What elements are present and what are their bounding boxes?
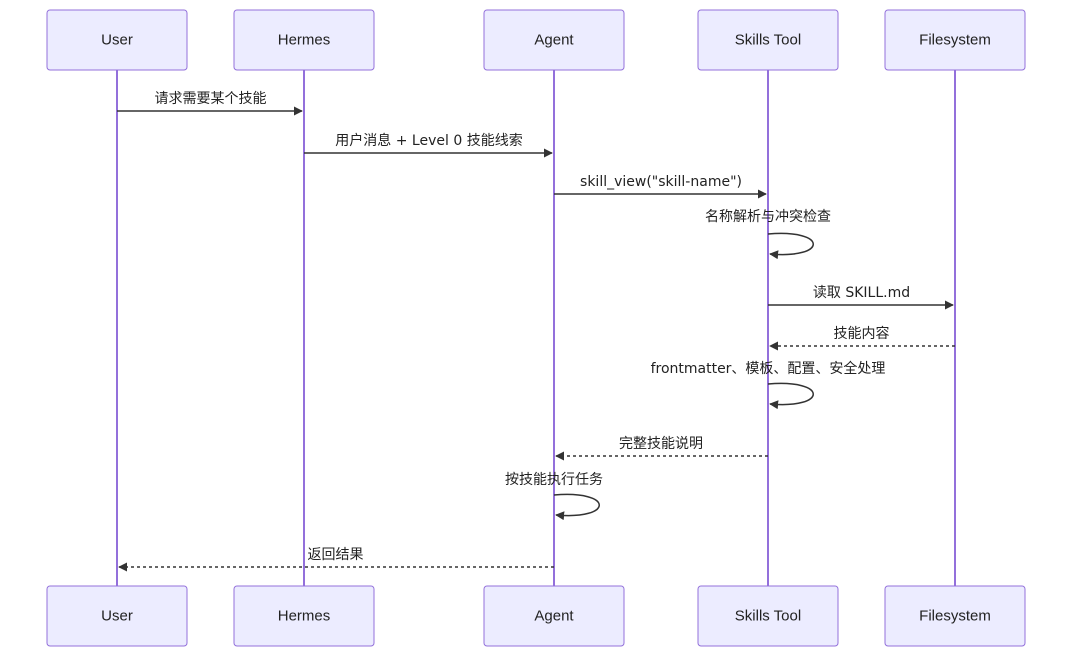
message-label: 用户消息 + Level 0 技能线索: [335, 132, 522, 149]
actor-box: [46, 9, 188, 71]
actor-label: Hermes: [278, 32, 331, 49]
message-10: 返回结果: [118, 547, 554, 572]
actor-fs-bottom: Filesystem: [884, 585, 1026, 647]
actor-hermes-top: Hermes: [233, 9, 375, 71]
actor-agent-bottom: Agent: [483, 585, 625, 647]
message-1: 请求需要某个技能: [117, 91, 303, 116]
actor-label: Filesystem: [919, 32, 991, 49]
message-label: frontmatter、模板、配置、安全处理: [651, 360, 886, 377]
actor-label: User: [101, 608, 133, 625]
message-label: 返回结果: [308, 547, 364, 563]
actor-box: [233, 585, 375, 647]
actor-label: Agent: [534, 32, 574, 49]
self-message-arrow: [553, 493, 600, 521]
message-label: 名称解析与冲突检查: [705, 209, 831, 225]
actor-box: [884, 585, 1026, 647]
actor-box: [233, 9, 375, 71]
message-label: 完整技能说明: [619, 436, 703, 452]
message-3: skill_view("skill-name"): [554, 174, 767, 199]
message-label: 技能内容: [834, 325, 890, 342]
actor-box: [46, 585, 188, 647]
actor-box: [697, 585, 839, 647]
message-2: 用户消息 + Level 0 技能线索: [304, 132, 553, 158]
actor-agent-top: Agent: [483, 9, 625, 71]
actor-box: [697, 9, 839, 71]
actor-skills-top: Skills Tool: [697, 9, 839, 71]
message-7: frontmatter、模板、配置、安全处理: [651, 360, 886, 410]
actor-user-bottom: User: [46, 585, 188, 647]
message-6: 技能内容: [769, 325, 955, 351]
message-label: skill_view("skill-name"): [580, 174, 742, 190]
actor-label: Filesystem: [919, 608, 991, 625]
actor-box: [483, 9, 625, 71]
actor-user-top: User: [46, 9, 188, 71]
actor-label: Agent: [534, 608, 574, 625]
self-message-arrow: [767, 232, 814, 260]
actor-label: Hermes: [278, 608, 331, 625]
actor-box: [483, 585, 625, 647]
message-9: 按技能执行任务: [505, 472, 603, 521]
actor-label: User: [101, 32, 133, 49]
message-label: 按技能执行任务: [505, 472, 603, 488]
message-5: 读取 SKILL.md: [768, 284, 954, 310]
actor-box: [884, 9, 1026, 71]
self-message-arrow: [767, 382, 814, 410]
message-label: 读取 SKILL.md: [813, 284, 910, 301]
actor-fs-top: Filesystem: [884, 9, 1026, 71]
actor-label: Skills Tool: [735, 608, 801, 625]
actor-hermes-bottom: Hermes: [233, 585, 375, 647]
message-8: 完整技能说明: [555, 436, 768, 461]
message-4: 名称解析与冲突检查: [705, 209, 831, 260]
actor-skills-bottom: Skills Tool: [697, 585, 839, 647]
message-label: 请求需要某个技能: [155, 91, 267, 107]
actor-label: Skills Tool: [735, 32, 801, 49]
